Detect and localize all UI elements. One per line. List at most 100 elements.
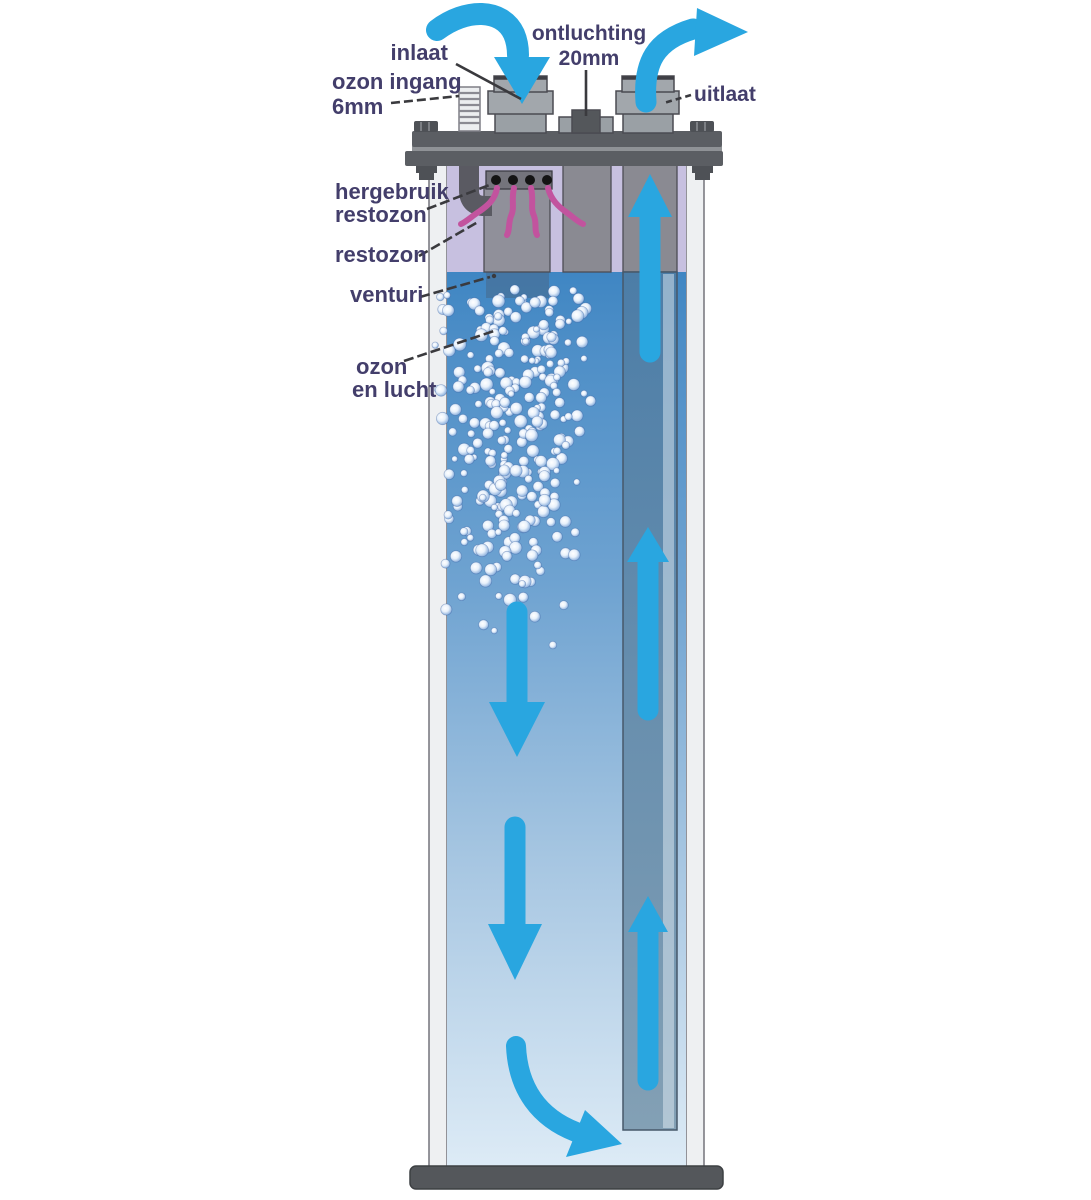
- bubble: [443, 510, 453, 520]
- bubble: [465, 385, 475, 395]
- leader-venturi-dot: [491, 273, 497, 279]
- bubble: [498, 464, 511, 477]
- bubble: [567, 378, 581, 392]
- bubble: [558, 600, 569, 611]
- bubble: [545, 359, 555, 369]
- bubble: [459, 527, 469, 536]
- bubble: [440, 558, 451, 569]
- bubble: [561, 440, 571, 450]
- label-ontluchting-size: 20mm: [559, 47, 620, 70]
- bubble: [463, 453, 475, 465]
- bubble: [518, 580, 527, 588]
- bubble: [570, 309, 585, 323]
- bubble: [434, 384, 448, 397]
- bubble: [509, 311, 522, 324]
- up-arrow-2-head: [627, 527, 669, 562]
- bubble: [554, 318, 566, 330]
- bubble: [443, 291, 451, 300]
- inlet-arrow-shaft: [426, 3, 529, 66]
- bubble: [478, 619, 490, 631]
- bubble: [500, 451, 509, 460]
- bubble: [517, 591, 529, 603]
- label-uitlaat: uitlaat: [694, 83, 756, 106]
- bubble: [484, 563, 498, 577]
- bubble: [535, 391, 547, 404]
- bubble: [474, 328, 489, 342]
- bubble: [436, 292, 445, 302]
- label-en-lucht: en lucht: [352, 377, 437, 402]
- bubble: [524, 474, 533, 484]
- label-ozon: ozon: [356, 354, 407, 379]
- bubble: [443, 468, 455, 480]
- outlet-arrow-head: [694, 8, 748, 56]
- leader-restozon: [418, 220, 479, 258]
- bubble: [551, 531, 563, 543]
- bubble: [440, 603, 453, 616]
- bubble: [475, 543, 489, 558]
- bubble: [448, 427, 458, 437]
- bubble: [538, 493, 551, 507]
- bubble: [547, 285, 561, 298]
- bubble: [503, 426, 512, 435]
- bubble: [501, 550, 513, 562]
- bubble: [553, 446, 562, 456]
- bubble: [538, 319, 550, 331]
- bubble: [499, 396, 511, 408]
- bubble: [466, 533, 475, 542]
- flange-assembly: [405, 121, 723, 180]
- bubble: [491, 294, 506, 309]
- bubble: [478, 493, 487, 502]
- leader-lines: [390, 62, 692, 363]
- bubble: [571, 409, 584, 423]
- nozzle-hole: [525, 175, 535, 185]
- bubble: [473, 364, 482, 373]
- bubble: [584, 395, 597, 407]
- bubble: [467, 429, 476, 438]
- bubble: [494, 478, 507, 491]
- bubble: [439, 326, 448, 336]
- vent-fitting: [558, 109, 614, 134]
- flange-gap: [412, 146, 722, 154]
- bubble: [520, 354, 529, 364]
- bubble: [479, 574, 493, 588]
- bubble: [518, 375, 533, 389]
- bubble: [497, 519, 511, 532]
- bubble: [533, 561, 542, 570]
- bubble: [494, 367, 506, 379]
- bubble: [488, 420, 500, 431]
- bubble: [457, 413, 468, 424]
- up-arrow-3-head: [628, 896, 668, 932]
- bubble: [509, 464, 523, 478]
- bubble: [564, 338, 572, 347]
- bubble: [531, 415, 544, 428]
- label-hergebruik-restozon: restozon: [335, 202, 427, 227]
- bubble: [512, 509, 521, 518]
- bubble: [526, 444, 540, 458]
- bubble: [493, 312, 503, 321]
- bubble: [549, 477, 561, 489]
- bubble: [494, 592, 503, 600]
- bubble: [497, 435, 507, 446]
- down-arrow-1-head: [489, 702, 545, 757]
- bubble: [553, 467, 561, 475]
- bubble: [490, 627, 498, 635]
- bubble: [494, 509, 504, 519]
- label-hergebruik: hergebruik: [335, 179, 449, 204]
- leader-hergebruik: [426, 182, 493, 211]
- bubble: [538, 470, 551, 483]
- bubble: [490, 503, 498, 511]
- labels: inlaat ozon ingang 6mm ontluchting 20mm …: [332, 22, 756, 402]
- top-fittings: [458, 75, 680, 134]
- bubble: [546, 457, 560, 471]
- bubble: [552, 387, 562, 398]
- bubble: [474, 400, 483, 409]
- bubble: [435, 411, 450, 426]
- bubble: [526, 549, 539, 562]
- bubble: [556, 358, 566, 368]
- bubble: [568, 548, 581, 562]
- bubble: [504, 347, 515, 358]
- bubble: [488, 388, 496, 396]
- bubble: [553, 373, 561, 382]
